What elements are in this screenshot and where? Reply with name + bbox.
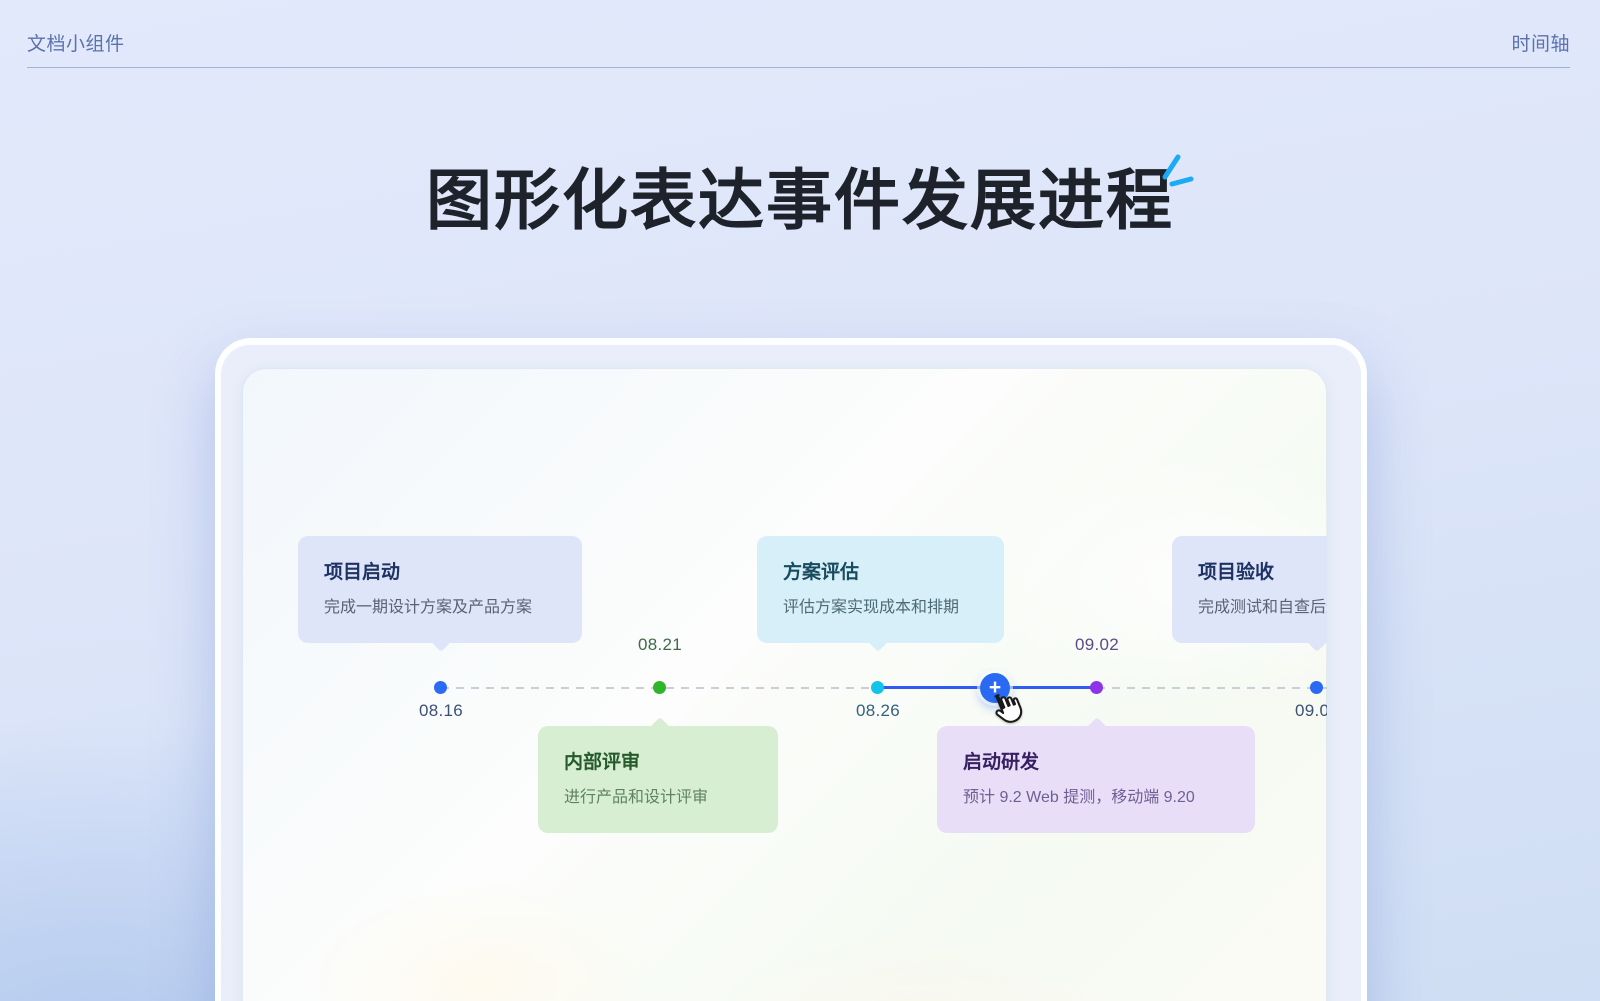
add-node-button[interactable]: + — [980, 673, 1010, 703]
event-description: 进行产品和设计评审 — [564, 789, 709, 806]
event-card-internal-review: 内部评审 进行产品和设计评审 — [538, 717, 778, 833]
event-title: 启动研发 — [963, 752, 1040, 773]
event-card-start-development: 启动研发 预计 9.2 Web 提测，移动端 9.20 — [937, 717, 1255, 833]
event-title: 内部评审 — [564, 752, 641, 773]
event-card-project-acceptance: 项目验收 完成测试和自查后进 — [1172, 536, 1327, 652]
timeline-panel: 项目启动 完成一期设计方案及产品方案 08.16 内部评审 进行产品和设计评审 … — [242, 368, 1327, 1001]
header-divider — [27, 67, 1570, 68]
event-title: 方案评估 — [783, 562, 860, 583]
timeline-dashed-line-right — [1097, 687, 1327, 689]
timeline-dot — [653, 681, 666, 694]
cursor-pointer-icon — [994, 694, 1023, 723]
event-description: 完成一期设计方案及产品方案 — [324, 599, 533, 616]
timeline-dot — [434, 681, 447, 694]
event-description: 完成测试和自查后进 — [1198, 599, 1327, 616]
timeline-date-label: 08.21 — [637, 635, 683, 654]
timeline-date-label: 08.26 — [855, 701, 901, 720]
page-title: 图形化表达事件发展进程 — [426, 163, 1174, 237]
event-card-plan-evaluation: 方案评估 评估方案实现成本和排期 — [757, 536, 1004, 652]
card-tail — [1087, 717, 1107, 737]
event-title: 项目验收 — [1198, 562, 1275, 583]
event-description: 评估方案实现成本和排期 — [783, 599, 960, 616]
card-tail — [868, 632, 888, 652]
card-tail — [431, 632, 451, 652]
event-card-project-kickoff: 项目启动 完成一期设计方案及产品方案 — [298, 536, 582, 652]
timeline-dot — [1090, 681, 1103, 694]
timeline-date-label: 08.16 — [418, 701, 464, 720]
timeline-dot — [871, 681, 884, 694]
card-tail — [1307, 632, 1327, 652]
timeline-date-label: 09.02 — [1074, 635, 1120, 654]
card-tail — [650, 717, 670, 737]
sparkle-accent-icon — [1162, 154, 1194, 187]
timeline-dot — [1310, 681, 1323, 694]
event-description: 预计 9.2 Web 提测，移动端 9.20 — [963, 789, 1195, 806]
timeline-date-label: 09.07 — [1294, 701, 1327, 720]
doc-widget-label: 文档小组件 — [27, 34, 125, 55]
timeline-widget-label: 时间轴 — [1511, 34, 1570, 55]
event-title: 项目启动 — [324, 562, 401, 583]
